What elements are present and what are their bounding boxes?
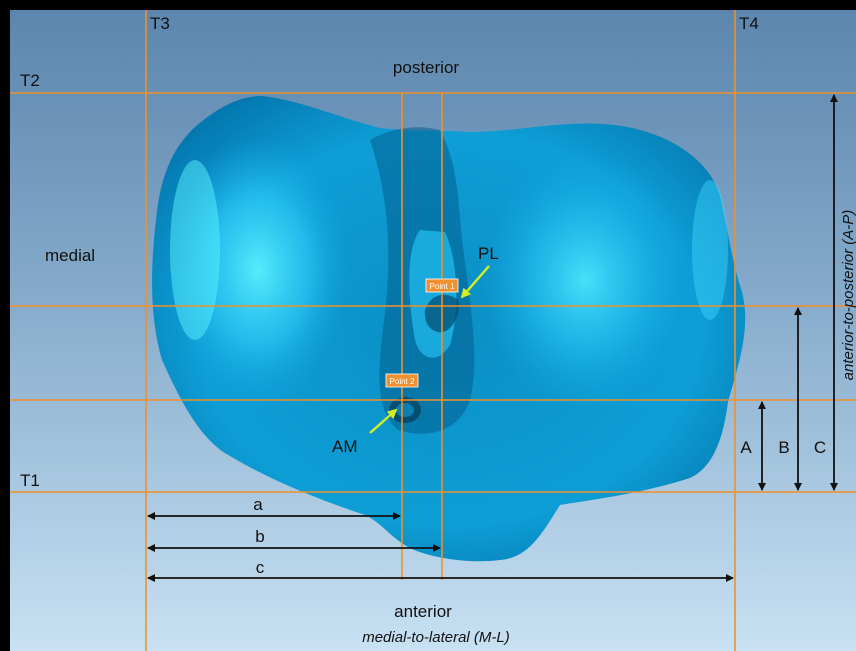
label-t4: T4 — [739, 14, 759, 33]
label-c: c — [256, 558, 265, 577]
label-anterior: anterior — [394, 602, 452, 621]
am-arrow — [369, 408, 398, 434]
label-pl: PL — [478, 244, 499, 263]
point-2-tag: Point 2 — [390, 377, 415, 386]
label-ap-axis: anterior-to-posterior (A-P) — [840, 210, 856, 381]
label-t3: T3 — [150, 14, 170, 33]
ap-measurements — [758, 94, 838, 491]
point-1-marker: Point 1 PL — [425, 244, 499, 299]
pl-arrow — [460, 265, 490, 299]
point-2-marker: Point 2 AM — [332, 373, 419, 456]
footprint-am-inner — [396, 403, 414, 417]
central-ridge — [409, 230, 457, 358]
lateral-condyle-highlight — [480, 150, 690, 410]
label-B: B — [778, 438, 789, 457]
label-ml-axis: medial-to-lateral (M-L) — [362, 629, 510, 646]
point-1-tag: Point 1 — [430, 282, 455, 291]
label-posterior: posterior — [393, 58, 459, 77]
medial-rim-highlight — [170, 160, 220, 340]
tibial-plateau-surface — [152, 96, 746, 562]
ml-measurements — [147, 512, 734, 582]
point-1-tag-box — [425, 278, 459, 293]
label-t1: T1 — [20, 471, 40, 490]
label-A: A — [740, 438, 752, 457]
lateral-rim-highlight — [692, 180, 728, 320]
label-t2: T2 — [20, 71, 40, 90]
label-medial: medial — [45, 246, 95, 265]
label-am: AM — [332, 437, 358, 456]
point-2-tag-box — [385, 373, 419, 388]
label-b: b — [255, 527, 264, 546]
reference-lines — [10, 10, 856, 651]
label-C: C — [814, 438, 826, 457]
label-a: a — [253, 495, 263, 514]
